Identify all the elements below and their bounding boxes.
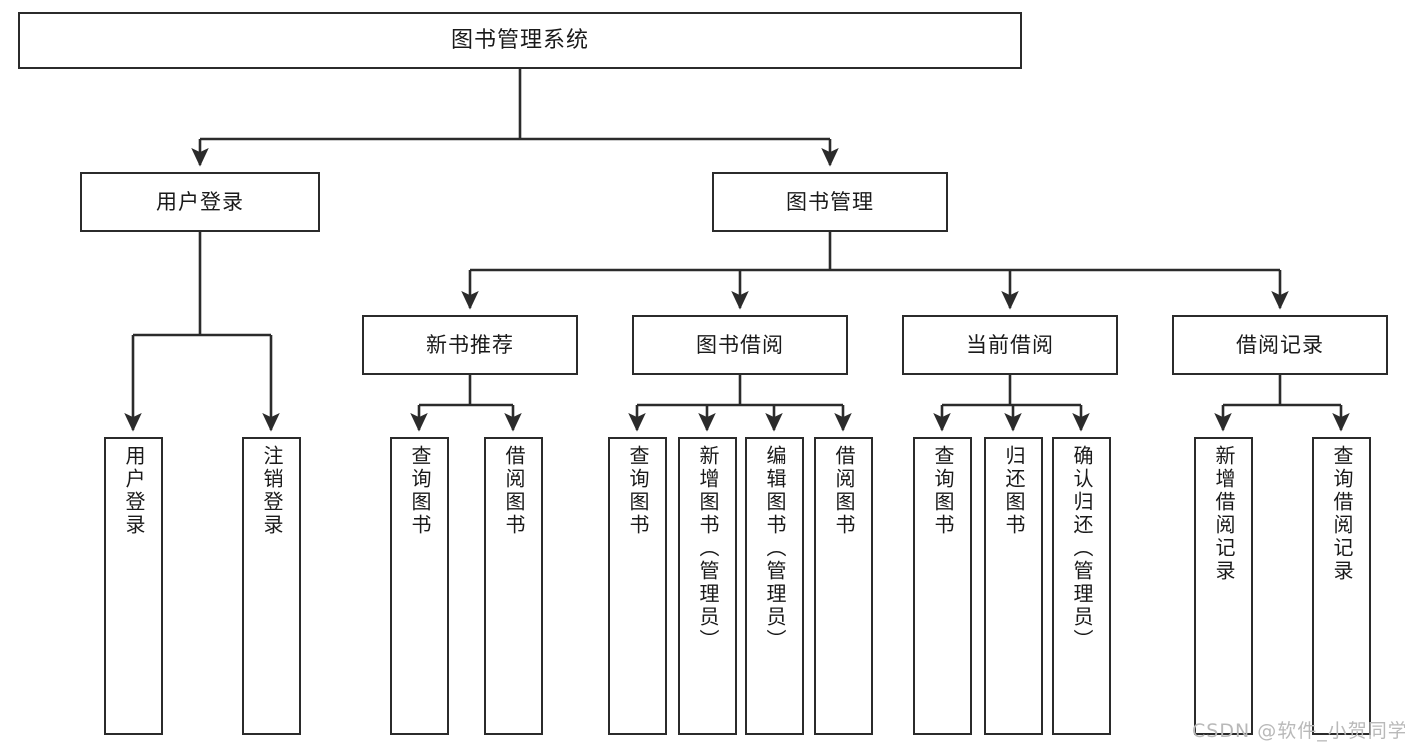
node-label: 注销登录 <box>260 445 284 537</box>
node-label: 用户登录 <box>122 445 146 537</box>
node-leaf-return-book[interactable]: 归还图书 <box>984 437 1043 735</box>
node-label: 借阅图书 <box>832 445 856 537</box>
node-leaf-add-book[interactable]: 新增图书（管理员） <box>678 437 737 735</box>
node-leaf-query-book-3[interactable]: 查询图书 <box>913 437 972 735</box>
node-label: 查询图书 <box>931 445 955 537</box>
node-leaf-query-book-2[interactable]: 查询图书 <box>608 437 667 735</box>
node-book-borrow[interactable]: 图书借阅 <box>632 315 848 375</box>
node-leaf-edit-book[interactable]: 编辑图书（管理员） <box>745 437 804 735</box>
node-current-borrow[interactable]: 当前借阅 <box>902 315 1118 375</box>
node-label: 图书借阅 <box>696 332 784 357</box>
node-leaf-confirm-return[interactable]: 确认归还（管理员） <box>1052 437 1111 735</box>
node-label: 新增借阅记录 <box>1212 445 1236 583</box>
node-new-book-recommend[interactable]: 新书推荐 <box>362 315 578 375</box>
node-leaf-query-book-1[interactable]: 查询图书 <box>390 437 449 735</box>
node-root[interactable]: 图书管理系统 <box>18 12 1022 69</box>
node-label: 查询图书 <box>626 445 650 537</box>
node-label: 新增图书（管理员） <box>696 445 720 652</box>
node-leaf-borrow-book-1[interactable]: 借阅图书 <box>484 437 543 735</box>
node-book-manage[interactable]: 图书管理 <box>712 172 948 232</box>
node-leaf-user-login[interactable]: 用户登录 <box>104 437 163 735</box>
node-label: 新书推荐 <box>426 332 514 357</box>
node-leaf-add-record[interactable]: 新增借阅记录 <box>1194 437 1253 735</box>
node-label: 查询借阅记录 <box>1330 445 1354 583</box>
node-leaf-query-record[interactable]: 查询借阅记录 <box>1312 437 1371 735</box>
node-label: 用户登录 <box>156 189 244 214</box>
csdn-watermark: CSDN @软件_小贺同学 <box>1192 720 1405 742</box>
node-label: 查询图书 <box>408 445 432 537</box>
node-borrow-record[interactable]: 借阅记录 <box>1172 315 1388 375</box>
node-label: 归还图书 <box>1002 445 1026 537</box>
node-leaf-borrow-book-2[interactable]: 借阅图书 <box>814 437 873 735</box>
node-leaf-user-logout[interactable]: 注销登录 <box>242 437 301 735</box>
node-label: 确认归还（管理员） <box>1070 445 1094 652</box>
node-label: 图书管理 <box>786 189 874 214</box>
node-label: 图书管理系统 <box>450 27 589 53</box>
node-label: 借阅记录 <box>1236 332 1324 357</box>
node-label: 借阅图书 <box>502 445 526 537</box>
node-user-login[interactable]: 用户登录 <box>80 172 320 232</box>
node-label: 当前借阅 <box>966 332 1054 357</box>
node-label: 编辑图书（管理员） <box>763 445 787 652</box>
